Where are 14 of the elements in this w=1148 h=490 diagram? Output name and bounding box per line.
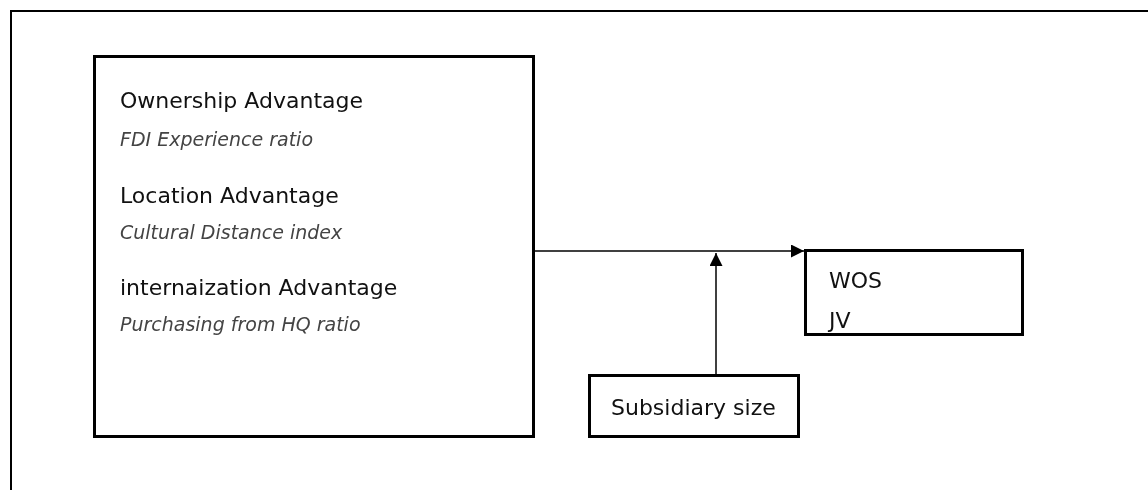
box-label: JV xyxy=(829,308,851,333)
heading-text: Ownership Advantage xyxy=(120,88,363,113)
heading-text: Location Advantage xyxy=(120,183,339,208)
variable-text: Purchasing from HQ ratio xyxy=(120,313,361,335)
outcome-box xyxy=(804,249,1024,336)
box-label: WOS xyxy=(829,268,883,293)
variable-text: Cultural Distance index xyxy=(120,221,343,243)
arrow xyxy=(534,244,805,258)
moderator-box xyxy=(588,374,800,438)
factor-box xyxy=(93,55,535,438)
variable-text: FDI Experience ratio xyxy=(120,128,313,150)
box-label: Subsidiary size xyxy=(611,395,776,420)
heading-text: internaization Advantage xyxy=(120,275,398,300)
arrow xyxy=(709,252,723,375)
